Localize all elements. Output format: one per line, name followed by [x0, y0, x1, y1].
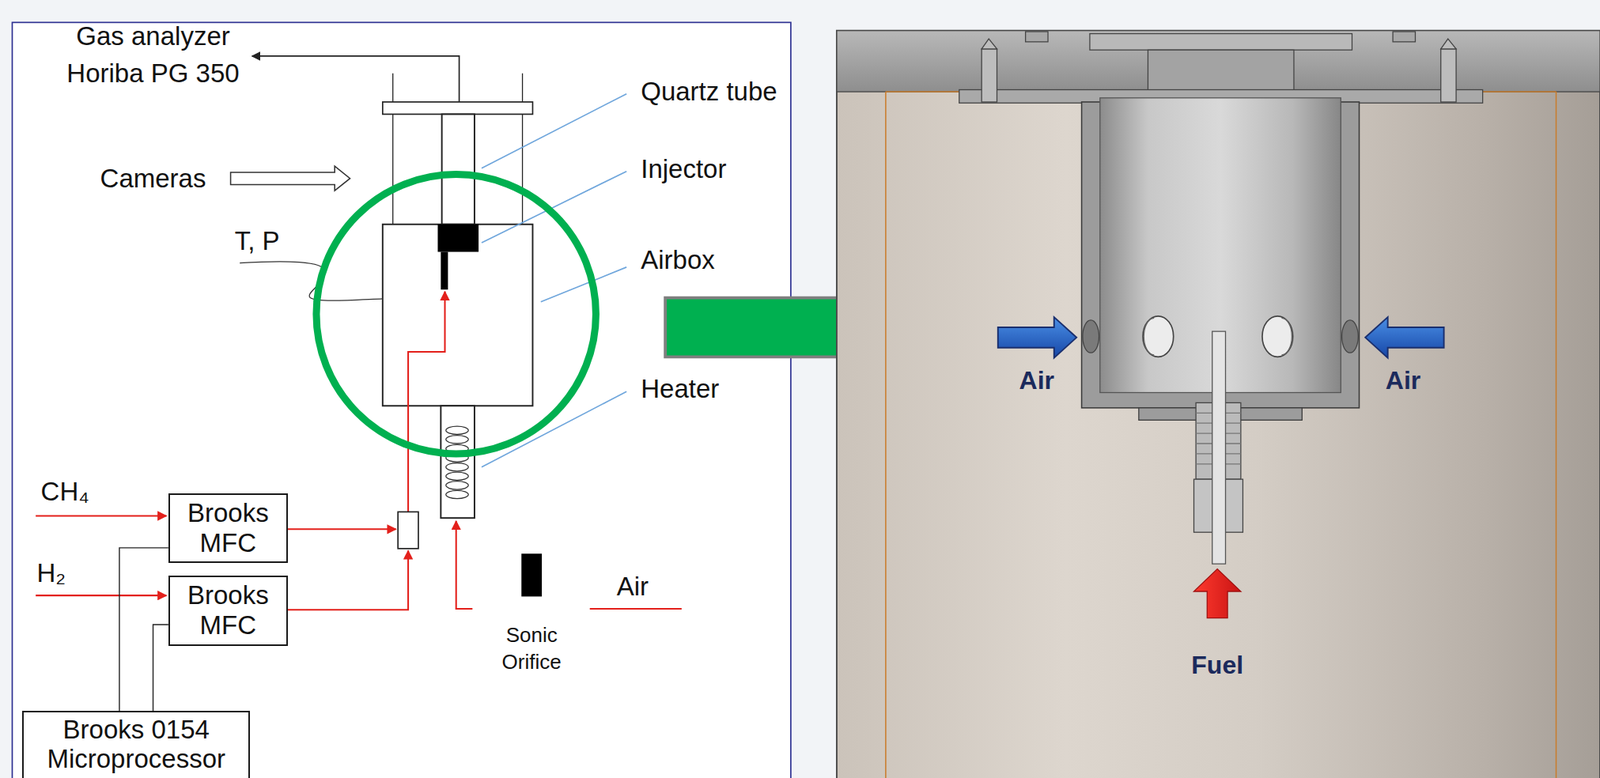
processor-box: Brooks 0154 Microprocessor: [22, 711, 250, 778]
cad-housing: [836, 30, 1600, 778]
quartz-tube: [442, 113, 475, 224]
part-label: Sonic Orifice: [487, 622, 575, 677]
coil-turn: [446, 472, 469, 481]
air-arrow: [998, 317, 1077, 359]
cad-hole-edge: [1281, 317, 1292, 355]
coil-turn: [446, 481, 469, 490]
cad-boss: [1147, 49, 1294, 93]
camera-label: Cameras: [100, 163, 207, 194]
sonic-orifice: [521, 553, 542, 597]
leader-line: [540, 267, 627, 303]
cad-bolt: [981, 49, 997, 103]
camera-arrow: [230, 166, 351, 191]
heater: [440, 405, 475, 519]
air-arrow: [1365, 317, 1444, 359]
injector-stem: [440, 252, 448, 291]
box-text: Brooks 0154 Microprocessor: [28, 715, 244, 775]
part-label: Quartz tube: [640, 76, 777, 107]
flow-label: Air: [1019, 366, 1055, 396]
cad-hole-edge: [1143, 317, 1154, 355]
injector-head: [437, 224, 479, 253]
gas-label: Air: [616, 571, 649, 602]
box-text: Brooks MFC: [174, 580, 282, 641]
schematic-panel: [11, 22, 791, 778]
gas-label: CH₄: [41, 476, 90, 507]
fuel-line: [35, 515, 167, 518]
sensor-label: T, P: [234, 226, 280, 257]
coil-turn: [446, 435, 469, 444]
zoom-circle: [316, 174, 597, 454]
mixer: [397, 511, 419, 549]
instrument-label: Gas analyzer Horiba PG 350: [54, 18, 253, 91]
coil-turn: [446, 490, 469, 499]
exhaust-line: [252, 56, 460, 103]
cad-fuel-tube: [1212, 331, 1226, 564]
heater-coil: [446, 426, 469, 500]
top-plate: [382, 102, 534, 114]
part-label: Airbox: [640, 245, 715, 276]
signal-wire: [119, 548, 169, 712]
part-label: Injector: [640, 154, 727, 185]
fuel-line: [287, 528, 397, 530]
airbox: [382, 224, 534, 407]
fuel-line: [287, 550, 409, 610]
cad-bolt-tip: [981, 38, 997, 50]
cad-detail: [1392, 31, 1415, 42]
gas-label: H₂: [36, 558, 66, 589]
enclosure-lines: [393, 73, 523, 225]
cad-hole: [1142, 316, 1174, 358]
controller-box: Brooks MFC: [168, 575, 288, 647]
cad-detail: [1025, 31, 1048, 42]
controller-box: Brooks MFC: [168, 493, 288, 564]
cad-air-port: [1082, 320, 1100, 353]
fuel-lines: [35, 291, 682, 610]
signal-wire: [153, 624, 169, 712]
air-line: [590, 608, 682, 610]
cad-air-port: [1342, 320, 1359, 353]
flow-label: Air: [1385, 366, 1421, 396]
cad-bolt: [1441, 49, 1457, 103]
fuel-arrow: [1194, 569, 1241, 619]
cad-bolt-tip: [1441, 38, 1457, 50]
cad-plate: [1089, 34, 1353, 51]
sensor-wire: [239, 261, 383, 301]
coil-turn: [446, 462, 469, 471]
cad-hole: [1262, 316, 1294, 358]
part-label: Heater: [640, 374, 719, 405]
leader-line: [481, 94, 627, 169]
air-line: [456, 521, 473, 609]
coil-turn: [446, 426, 469, 435]
flow-label: Fuel: [1191, 650, 1244, 681]
fuel-line: [408, 291, 445, 513]
fuel-line: [35, 594, 167, 597]
leader-line: [481, 391, 627, 467]
cad-edge-lines: [885, 91, 1557, 778]
box-text: Brooks MFC: [174, 498, 282, 559]
